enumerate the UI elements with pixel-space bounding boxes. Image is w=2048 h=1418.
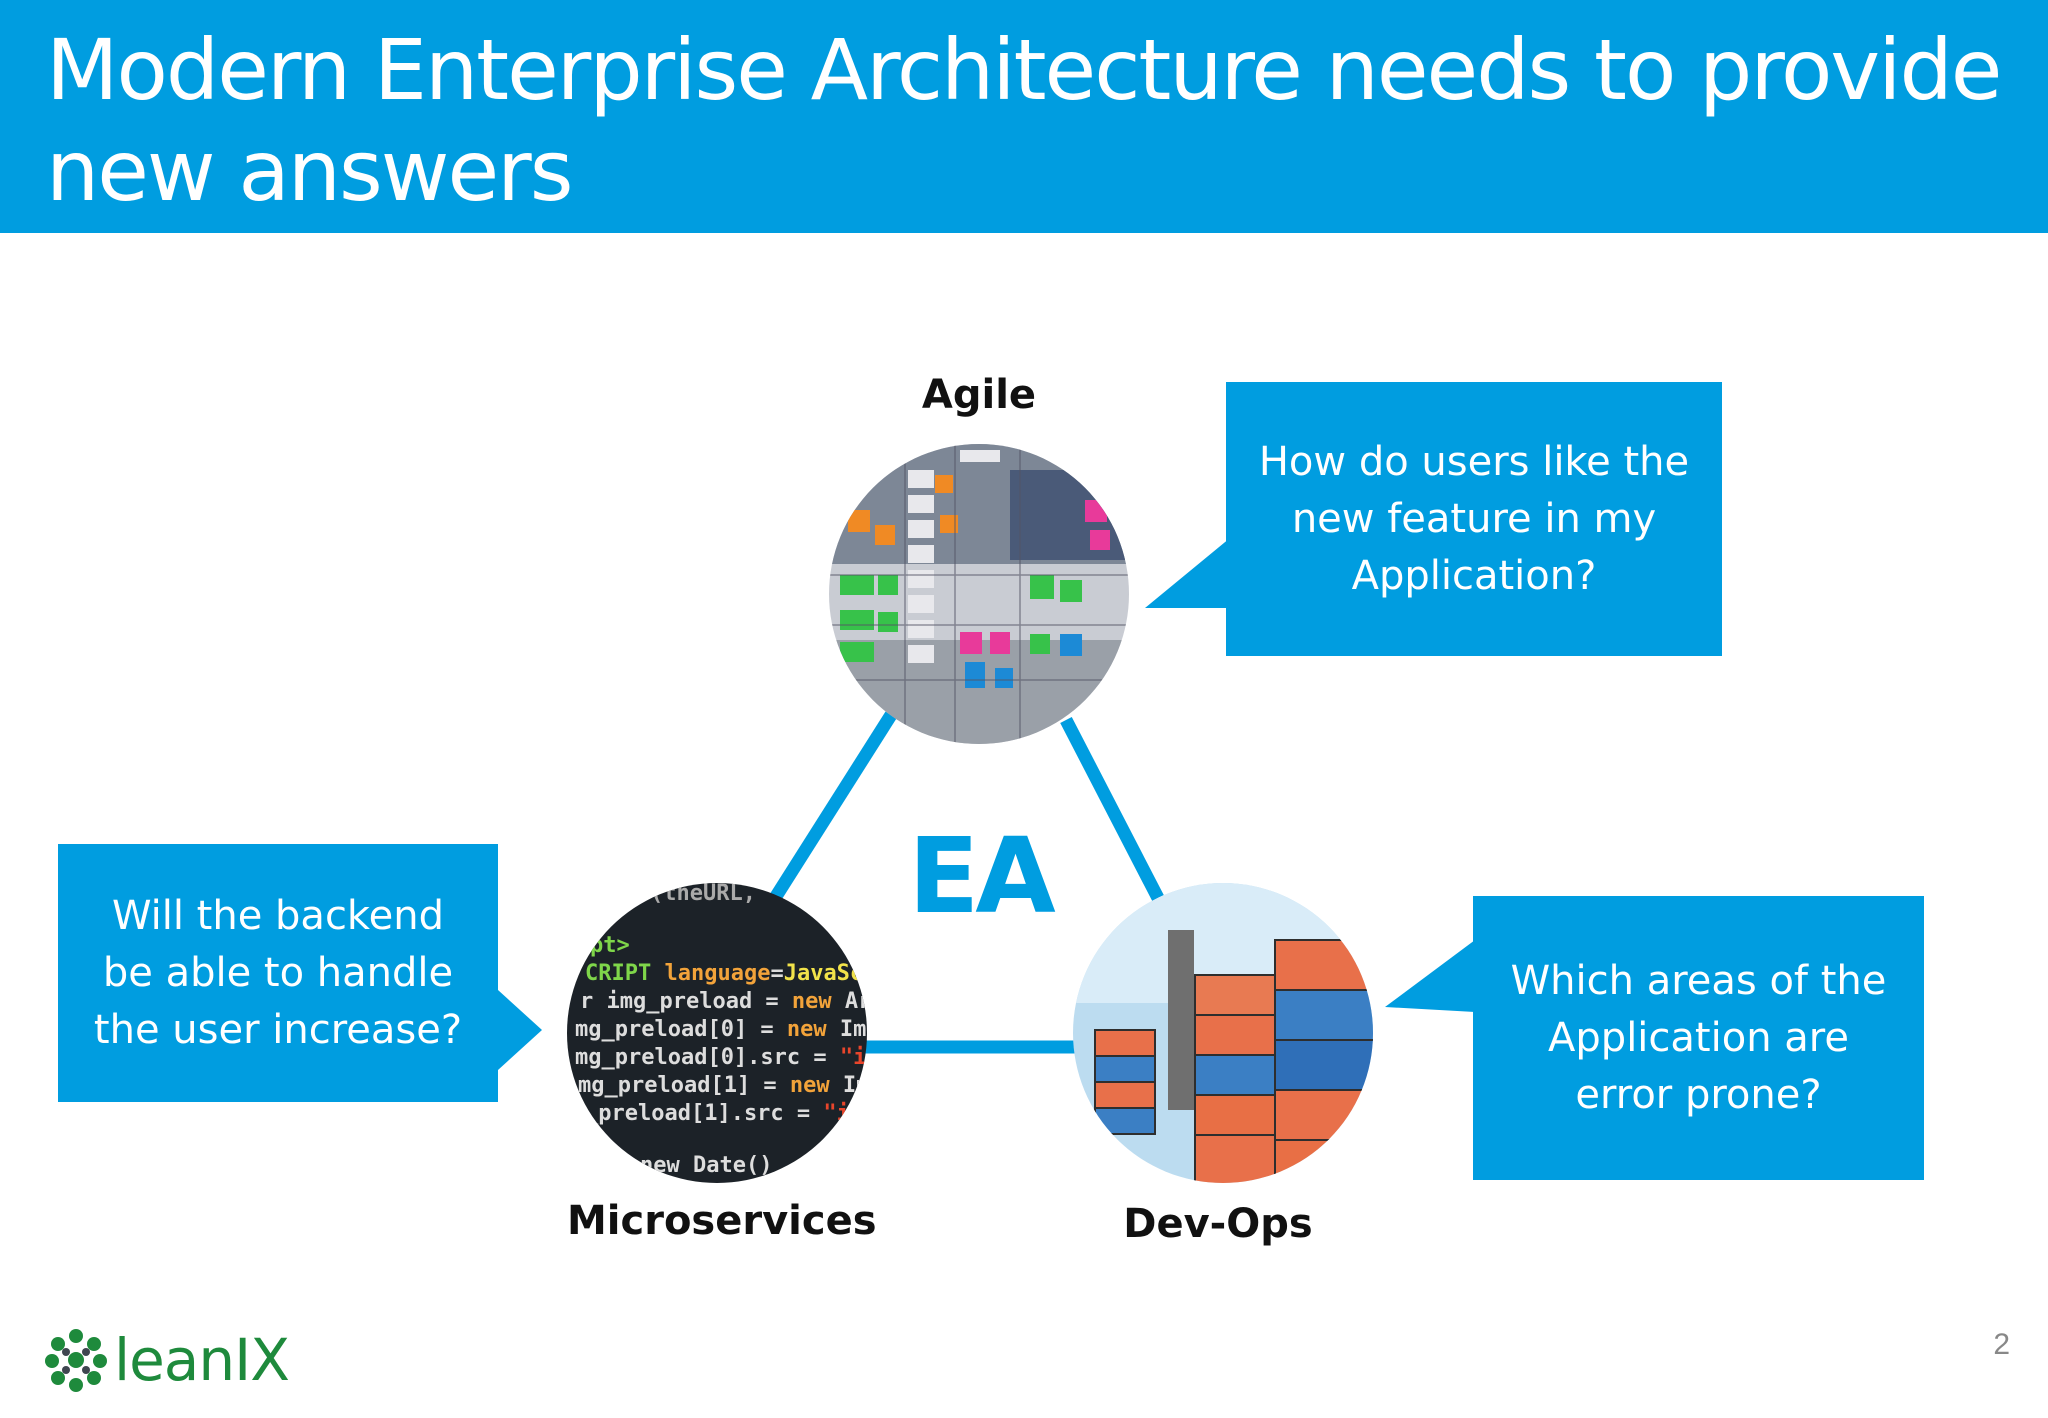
title-bar: Modern Enterprise Architecture needs to … (0, 0, 2048, 233)
leanix-logo: leanIX (44, 1325, 314, 1395)
node-label-agile: Agile (921, 372, 1037, 418)
svg-text:mg_preload[0] = new Imag: mg_preload[0] = new Imag (575, 1017, 893, 1042)
svg-text:pt>: pt> (590, 933, 630, 958)
svg-text:mg_preload[0].src = "image: mg_preload[0].src = "image (575, 1045, 919, 1070)
callout-microservices-question: Will the backend be able to handle the u… (58, 844, 498, 1102)
connector-agile-devops (1060, 717, 1164, 901)
node-label-microservices: Microservices (567, 1198, 877, 1244)
agile-node-image (829, 444, 1129, 744)
svg-text:r img_preload = new Arra: r img_preload = new Arra (580, 989, 898, 1014)
svg-text:_preload[1].src = "image: _preload[1].src = "image (585, 1101, 903, 1126)
svg-text:(theURL,: (theURL, (650, 881, 756, 906)
callout-pointer-microservices (498, 990, 542, 1070)
slide-title: Modern Enterprise Architecture needs to … (46, 21, 2002, 220)
ea-center-label: EA (908, 815, 1056, 937)
svg-text:new Date(): new Date() (640, 1153, 772, 1178)
page-number: 2 (1993, 1328, 2010, 1361)
callout-agile-question: How do users like the new feature in my … (1226, 382, 1722, 656)
node-label-devops: Dev-Ops (1123, 1201, 1313, 1247)
globe-network-icon (45, 1329, 107, 1392)
svg-text:CRIPT language=JavaScrip: CRIPT language=JavaScrip (585, 961, 903, 986)
connector-agile-microservices (769, 711, 897, 902)
svg-text:mg_preload[1] = new Image: mg_preload[1] = new Image (578, 1073, 909, 1098)
microservices-node-image: pt> CRIPT language=JavaScrip r img_prelo… (567, 881, 919, 1183)
logo-wordmark: leanIX (114, 1326, 290, 1394)
devops-node-image (1073, 883, 1373, 1183)
callout-pointer-agile (1145, 538, 1230, 608)
callout-pointer-devops (1385, 940, 1475, 1012)
callout-devops-question: Which areas of the Application are error… (1473, 896, 1924, 1180)
